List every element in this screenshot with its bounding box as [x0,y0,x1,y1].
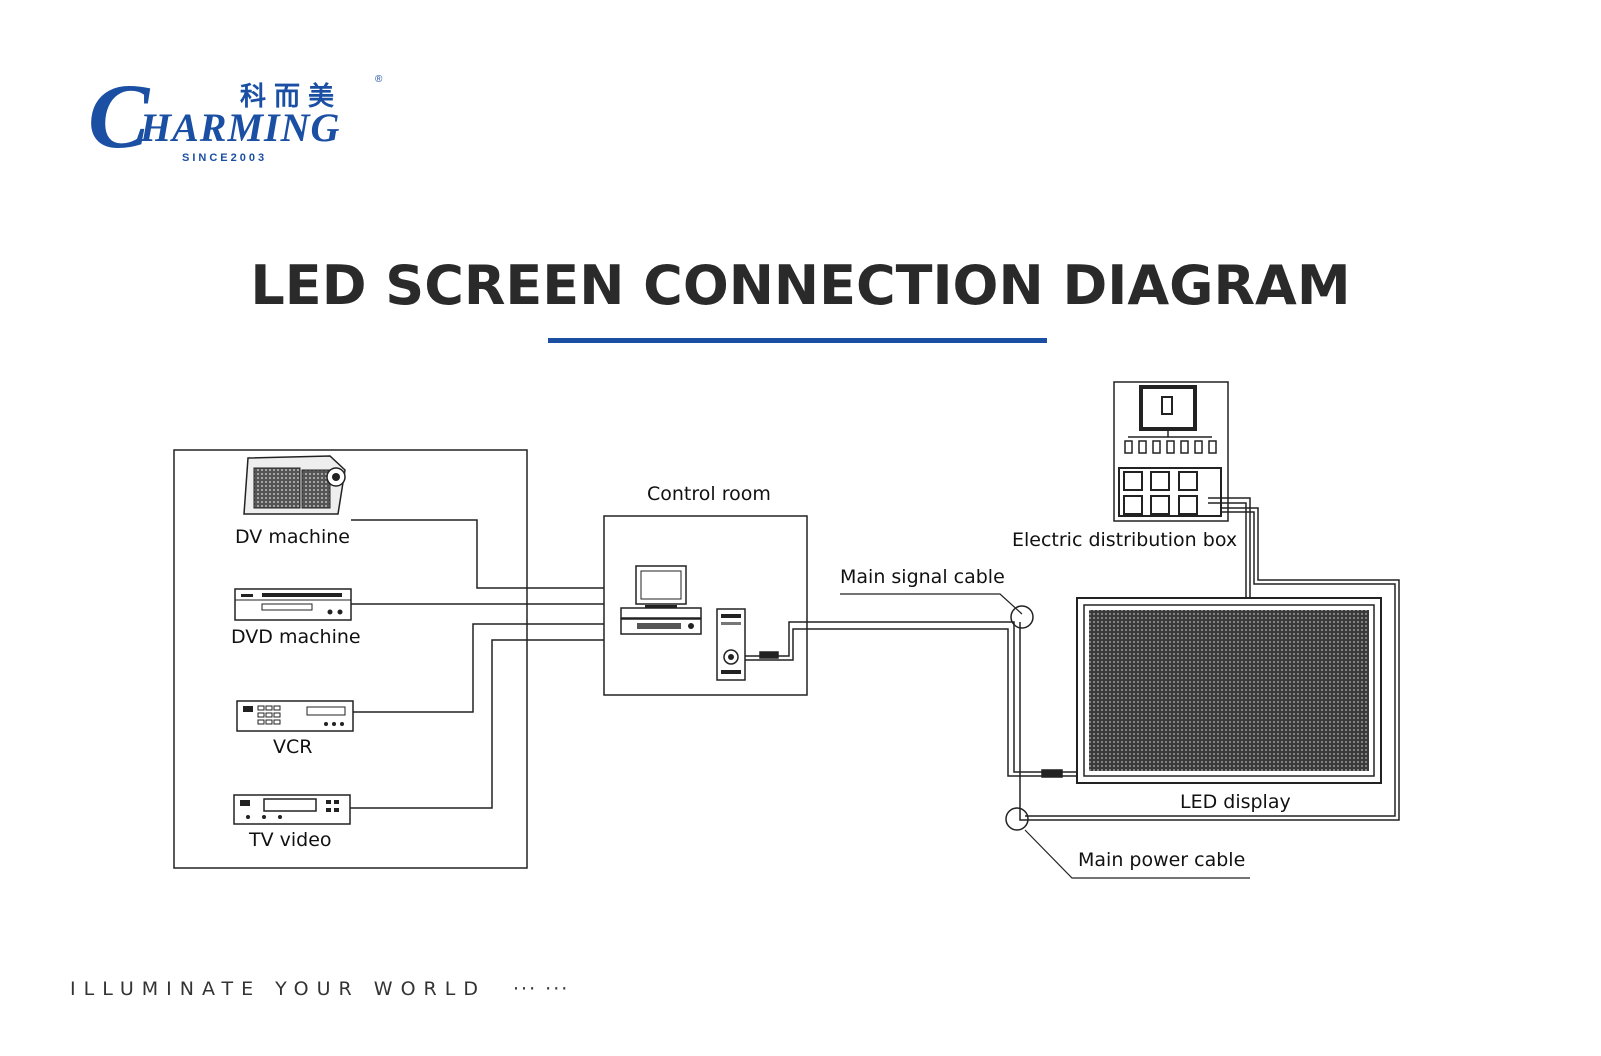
brand-logo: C 科而美 ® HARMING SINCE2003 [88,70,388,170]
main-signal-cable [745,621,1082,778]
power-cable-leader [1024,829,1250,879]
label-dvd-machine: DVD machine [231,626,361,648]
label-led-display: LED display [1180,791,1291,813]
logo-wordmark: HARMING [140,105,341,150]
label-dv-machine: DV machine [235,526,350,548]
title-underline [548,338,1047,343]
label-vcr: VCR [273,736,312,758]
dv-machine-icon [243,455,346,515]
sources-panel [173,449,528,869]
vcr-icon [236,700,354,732]
dvd-machine-icon [234,588,352,621]
footer-dots: ··· ··· [513,978,570,1000]
signal-cable-leader [840,593,1023,615]
source-cables [350,519,604,809]
led-display-icon [1076,597,1382,784]
distribution-box-icon [1113,381,1229,522]
page-title: LED SCREEN CONNECTION DIAGRAM [250,254,1351,317]
tv-video-icon [233,794,351,825]
control-room-box [603,515,808,696]
power-cables [1019,497,1400,821]
label-electric-distribution-box: Electric distribution box [1012,529,1237,551]
logo-since: SINCE2003 [182,152,268,164]
computer-icon [620,565,746,681]
label-control-room: Control room [647,483,771,505]
logo-registered-mark: ® [375,74,383,85]
label-tv-video: TV video [248,829,332,851]
signal-cable-callout [1010,605,1034,629]
logo-initial: C [88,65,150,167]
logo-chinese-name: 科而美 [240,82,343,112]
label-main-power-cable: Main power cable [1078,849,1245,871]
label-main-signal-cable: Main signal cable [840,566,1005,588]
footer-tagline: ILLUMINATE YOUR WORLD [70,978,486,1000]
power-cable-callout [1005,807,1029,831]
